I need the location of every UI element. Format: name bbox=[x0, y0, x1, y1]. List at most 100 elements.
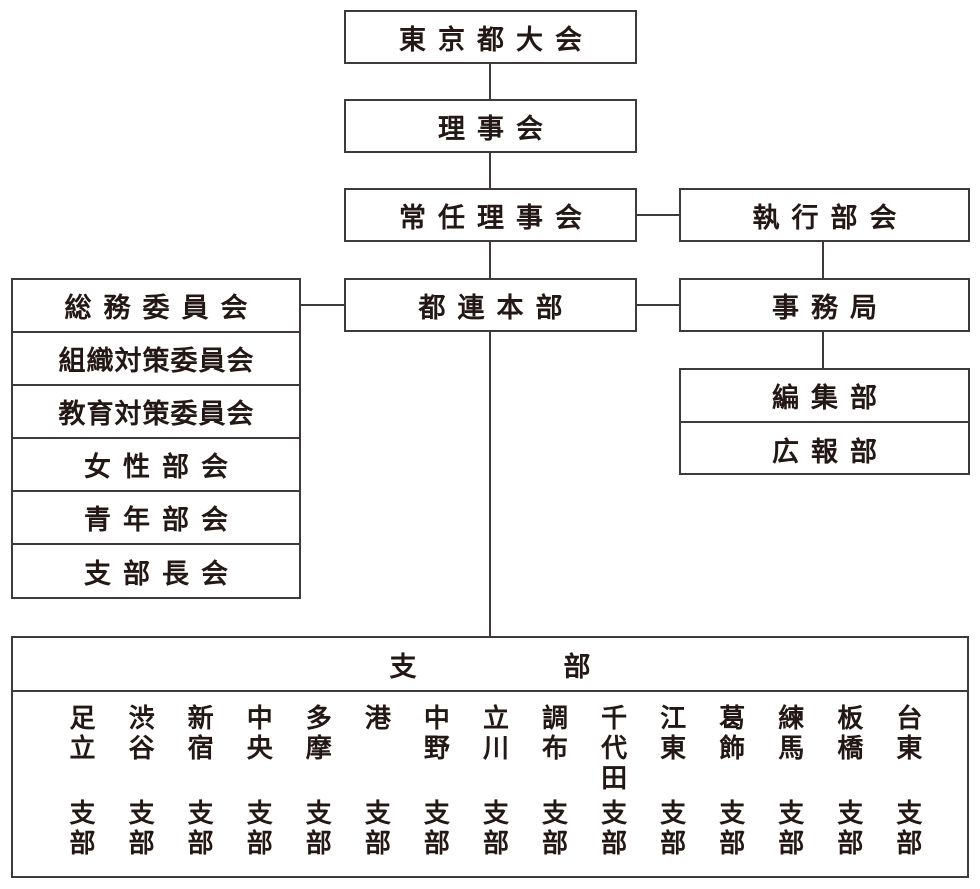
branch-item: 足立支部 bbox=[53, 704, 112, 859]
branch-suffix-char: 支 bbox=[542, 799, 569, 829]
branch-name-char: 央 bbox=[246, 734, 273, 764]
branch-name: 立川 bbox=[481, 704, 511, 799]
branch-name-char: 東 bbox=[896, 734, 923, 764]
branch-name-char: 中 bbox=[423, 704, 450, 734]
branch-suffix-char: 部 bbox=[128, 829, 155, 859]
branch-item: 多摩支部 bbox=[289, 704, 348, 859]
node-secretariat: 事務局 bbox=[679, 278, 970, 332]
branch-suffix-char: 部 bbox=[187, 829, 214, 859]
branch-suffix-char: 部 bbox=[69, 829, 96, 859]
branch-suffix-char: 支 bbox=[601, 799, 628, 829]
branch-name: 中央 bbox=[245, 704, 275, 799]
branch-suffix-char: 支 bbox=[246, 799, 273, 829]
node-women-division: 女性部会 bbox=[13, 439, 299, 492]
branch-name-char: 足 bbox=[69, 704, 96, 734]
branch-item: 中野支部 bbox=[407, 704, 466, 859]
branch-suffix: 支部 bbox=[540, 799, 570, 859]
branch-suffix-char: 支 bbox=[364, 799, 391, 829]
branch-suffix-char: 支 bbox=[837, 799, 864, 829]
connector-standing-executive bbox=[636, 214, 680, 216]
branch-name-char: 布 bbox=[542, 734, 569, 764]
branch-name-char: 多 bbox=[305, 704, 332, 734]
branch-item: 新宿支部 bbox=[171, 704, 230, 859]
connector-board-standing bbox=[489, 152, 491, 189]
node-executive-council: 執行部会 bbox=[679, 188, 970, 242]
node-youth-division: 青年部会 bbox=[13, 492, 299, 545]
branch-suffix: 支部 bbox=[304, 799, 334, 859]
branch-name: 練馬 bbox=[776, 704, 806, 799]
branch-suffix-char: 支 bbox=[187, 799, 214, 829]
branch-name: 多摩 bbox=[304, 704, 334, 799]
branch-suffix: 支部 bbox=[835, 799, 865, 859]
branch-name: 江東 bbox=[658, 704, 688, 799]
branch-item: 中央支部 bbox=[230, 704, 289, 859]
branch-suffix: 支部 bbox=[127, 799, 157, 859]
node-general-affairs-committee: 総務委員会 bbox=[13, 280, 299, 333]
branch-suffix: 支部 bbox=[68, 799, 98, 859]
branch-name-char: 川 bbox=[482, 734, 509, 764]
branch-name-char: 練 bbox=[778, 704, 805, 734]
branch-name-char: 立 bbox=[482, 704, 509, 734]
connector-secretariat-units bbox=[822, 331, 824, 369]
branch-suffix-char: 支 bbox=[660, 799, 687, 829]
branches-box: 支 部 足立支部渋谷支部新宿支部中央支部多摩支部港支部中野支部立川支部調布支部千… bbox=[11, 636, 969, 878]
branch-suffix-char: 支 bbox=[305, 799, 332, 829]
node-education-committee: 教育対策委員会 bbox=[13, 386, 299, 439]
branch-item: 台東支部 bbox=[880, 704, 939, 859]
branch-suffix: 支部 bbox=[894, 799, 924, 859]
branch-suffix: 支部 bbox=[658, 799, 688, 859]
branch-name: 千代田 bbox=[599, 704, 629, 799]
branch-name-char: 台 bbox=[896, 704, 923, 734]
connector-standing-hq bbox=[489, 241, 491, 279]
branch-name-char: 千 bbox=[601, 704, 628, 734]
branch-name-char: 摩 bbox=[305, 734, 332, 764]
node-metro-hq: 都連本部 bbox=[344, 278, 637, 332]
branches-title: 支 部 bbox=[13, 638, 967, 692]
branch-name-char: 板 bbox=[837, 704, 864, 734]
branch-name-char: 調 bbox=[542, 704, 569, 734]
branch-suffix-char: 部 bbox=[246, 829, 273, 859]
branch-name: 葛飾 bbox=[717, 704, 747, 799]
branch-name-char: 東 bbox=[660, 734, 687, 764]
branch-name: 調布 bbox=[540, 704, 570, 799]
branch-name-char: 渋 bbox=[128, 704, 155, 734]
connector-hq-branches bbox=[489, 331, 491, 637]
branch-name: 港 bbox=[363, 704, 393, 799]
branch-suffix: 支部 bbox=[599, 799, 629, 859]
branch-item: 練馬支部 bbox=[762, 704, 821, 859]
branch-name-char: 宿 bbox=[187, 734, 214, 764]
branch-suffix-char: 支 bbox=[896, 799, 923, 829]
node-editorial-dept: 編集部 bbox=[681, 370, 968, 423]
connector-convention-board bbox=[489, 63, 491, 100]
branch-suffix-char: 部 bbox=[896, 829, 923, 859]
branch-name-char: 飾 bbox=[719, 734, 746, 764]
branch-name-char: 港 bbox=[364, 704, 391, 734]
branch-suffix-char: 支 bbox=[778, 799, 805, 829]
branch-suffix: 支部 bbox=[422, 799, 452, 859]
branch-name: 台東 bbox=[894, 704, 924, 799]
branch-name-char: 田 bbox=[601, 764, 628, 794]
committees: 総務委員会 組織対策委員会 教育対策委員会 女性部会 青年部会 支部長会 bbox=[11, 278, 301, 599]
branch-name-char: 橋 bbox=[837, 734, 864, 764]
branch-suffix-char: 部 bbox=[364, 829, 391, 859]
branch-item: 板橋支部 bbox=[821, 704, 880, 859]
branch-item: 港支部 bbox=[348, 704, 407, 859]
branch-suffix: 支部 bbox=[245, 799, 275, 859]
branch-suffix: 支部 bbox=[717, 799, 747, 859]
branch-suffix: 支部 bbox=[481, 799, 511, 859]
branch-name-char: 江 bbox=[660, 704, 687, 734]
branch-list: 足立支部渋谷支部新宿支部中央支部多摩支部港支部中野支部立川支部調布支部千代田支部… bbox=[53, 704, 939, 859]
branch-suffix-char: 部 bbox=[719, 829, 746, 859]
branch-name-char: 谷 bbox=[128, 734, 155, 764]
branch-item: 葛飾支部 bbox=[703, 704, 762, 859]
secretariat-units: 編集部 広報部 bbox=[679, 368, 970, 475]
node-standing-board: 常任理事会 bbox=[344, 188, 637, 242]
branch-name-char: 代 bbox=[601, 734, 628, 764]
branch-item: 調布支部 bbox=[526, 704, 585, 859]
branch-name-char: 立 bbox=[69, 734, 96, 764]
branch-name: 板橋 bbox=[835, 704, 865, 799]
connector-executive-secretariat bbox=[822, 241, 824, 279]
branch-item: 江東支部 bbox=[644, 704, 703, 859]
branch-suffix-char: 支 bbox=[69, 799, 96, 829]
branch-suffix-char: 支 bbox=[482, 799, 509, 829]
